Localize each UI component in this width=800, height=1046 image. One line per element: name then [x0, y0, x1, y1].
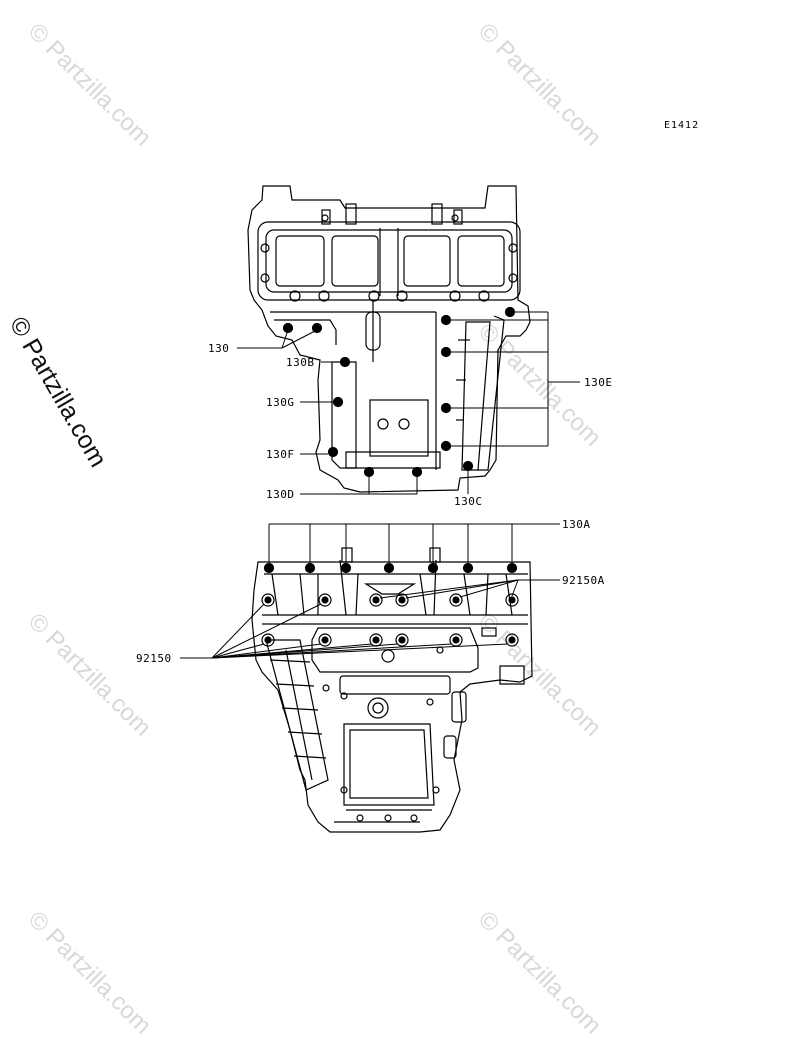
callout-130d: 130D [266, 488, 295, 501]
drawing-code: E1412 [664, 120, 700, 131]
callout-130c: 130C [454, 495, 483, 508]
upper-leaders [237, 311, 580, 495]
callout-130a: 130A [562, 518, 591, 531]
callout-130f: 130F [266, 448, 295, 461]
lower-leaders [180, 523, 560, 659]
lower-crankcase [251, 547, 533, 833]
callout-130: 130 [208, 342, 229, 355]
callout-92150a: 92150A [562, 574, 605, 587]
callout-130e: 130E [584, 376, 613, 389]
callout-130g: 130G [266, 396, 295, 409]
callout-92150: 92150 [136, 652, 172, 665]
upper-crankcase [247, 185, 531, 493]
callout-130b: 130B [286, 356, 315, 369]
